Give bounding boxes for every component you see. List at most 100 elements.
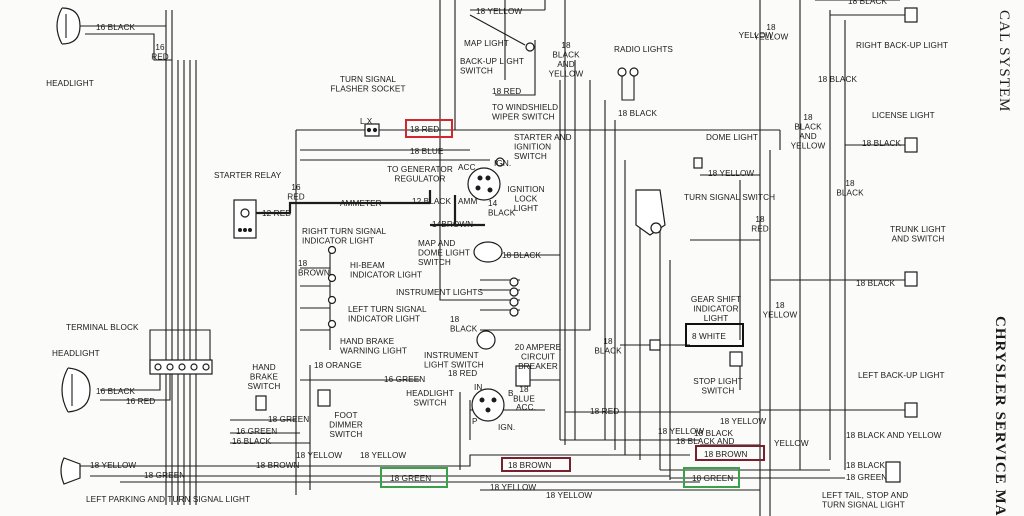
- highlight-18-red: [405, 119, 453, 138]
- label-w18-black-tail2: 18 BLACK: [694, 429, 733, 438]
- label-w18-yellow-bottom: 18 YELLOW: [490, 483, 536, 492]
- label-acc: ACC.: [458, 163, 478, 172]
- label-headlight-left: HEADLIGHT: [52, 349, 100, 358]
- label-w18-black-and: 18 BLACK AND: [676, 437, 735, 446]
- label-ammeter: AMMETER: [340, 199, 382, 208]
- label-radio-lights: RADIO LIGHTS: [614, 45, 673, 54]
- label-starter-relay: STARTER RELAY: [214, 171, 282, 180]
- label-w18-green-left: 18 GREEN: [144, 471, 185, 480]
- label-w16-green-mid: 16 GREEN: [384, 375, 425, 384]
- label-w18-yellow-dome: 18 YELLOW: [708, 169, 754, 178]
- label-w18-yellow-tail: 18 YELLOW: [658, 427, 704, 436]
- label-instrument-lights: INSTRUMENT LIGHTS: [396, 288, 484, 297]
- label-w18-brown-left: 18 BROWN: [256, 461, 300, 470]
- ignition-switch: [467, 157, 505, 201]
- foot-dimmer-switch: [317, 389, 331, 407]
- label-flasher-lx: L X: [360, 117, 373, 126]
- highlight-8-white: [685, 323, 744, 347]
- label-map-light: MAP LIGHT: [464, 39, 509, 48]
- label-hls-b: B: [508, 389, 514, 398]
- highlight-18-green-1: [380, 467, 448, 488]
- label-w18-yellow-top: 18 YELLOW: [476, 7, 522, 16]
- label-w18-black-map: 18 BLACK: [502, 251, 541, 260]
- label-right-backup: RIGHT BACK-UP LIGHT: [856, 41, 948, 50]
- stop-light-switch: [729, 351, 743, 367]
- label-w16-black-hl: 16 BLACK: [96, 387, 135, 396]
- label-w18-yellow-bot1: 18 YELLOW: [296, 451, 342, 460]
- highlight-18-brown-2: [695, 445, 765, 461]
- label-w18-yellow-left: 18 YELLOW: [90, 461, 136, 470]
- label-w18-green-hb: 18 GREEN: [268, 415, 309, 424]
- label-license-light: LICENSE LIGHT: [872, 111, 935, 120]
- hand-brake-switch: [255, 395, 267, 411]
- map-light: [469, 14, 535, 52]
- label-w18-black-right-top: 18 BLACK: [818, 75, 857, 84]
- label-left-backup: LEFT BACK-UP LIGHT: [858, 371, 945, 380]
- label-w18-red-hl: 18 RED: [410, 125, 439, 134]
- label-w18-red-tail: 18 RED: [590, 407, 619, 416]
- label-w8-white: 8 WHITE: [692, 332, 726, 341]
- label-w18-black-radio: 18 BLACK: [618, 109, 657, 118]
- label-w18-yellow-mid: 18 YELLOW: [720, 417, 766, 426]
- turn-signal-switch: [635, 189, 666, 236]
- label-w12-red: 12 RED: [262, 209, 291, 218]
- radio-lights: [617, 67, 639, 101]
- label-amm: AMM: [458, 197, 477, 206]
- headlight-top: [56, 7, 81, 45]
- label-ign: IGN.: [494, 159, 511, 168]
- label-w18-black-rbu: 18 BLACK: [848, 0, 887, 6]
- label-left-parking: LEFT PARKING AND TURN SIGNAL LIGHT: [86, 495, 250, 504]
- label-yellow-mid: YELLOW: [739, 31, 774, 40]
- label-w18-blue: 18 BLUE: [410, 147, 444, 156]
- label-w18-black-tail1: 18 BLACK: [846, 461, 885, 470]
- label-hls-in: IN.: [474, 383, 485, 392]
- gear-shift-light: [649, 339, 661, 351]
- highlight-18-brown-1: [501, 457, 571, 472]
- label-headlight-top: HEADLIGHT: [46, 79, 94, 88]
- wires: [80, 0, 910, 516]
- instrument-lights: [509, 277, 519, 317]
- headlight-switch: [471, 388, 505, 422]
- turn-signal-flasher: [364, 123, 380, 137]
- label-terminal-block: TERMINAL BLOCK: [66, 323, 139, 332]
- label-w18-brown-hl: 18 BROWN: [508, 461, 552, 470]
- label-w14-brown: 14BROWN: [432, 220, 473, 229]
- label-w16-green-left: 16 GREEN: [236, 427, 277, 436]
- label-w18-green-tail: 18 GREEN: [846, 473, 887, 482]
- label-w18-red-wiper: 18 RED: [492, 87, 521, 96]
- label-yellow-after: YELLOW: [774, 439, 809, 448]
- label-turn-signal-switch: TURN SIGNAL SWITCH: [684, 193, 775, 202]
- indicator-lights: [327, 245, 337, 329]
- dome-light: [693, 157, 703, 169]
- label-w18-yellow-18: 18 YELLOW: [546, 491, 592, 500]
- label-w18-brown-hl2: 18 BROWN: [704, 450, 748, 459]
- label-dome-light: DOME LIGHT: [706, 133, 758, 142]
- label-w16-black-top: 16 BLACK: [96, 23, 135, 32]
- label-w18-yellow-bot2: 18 YELLOW: [360, 451, 406, 460]
- side-title: CAL SYSTEM: [996, 10, 1012, 112]
- label-w18-black-yellow-lbu: 18 BLACK AND YELLOW: [846, 431, 942, 440]
